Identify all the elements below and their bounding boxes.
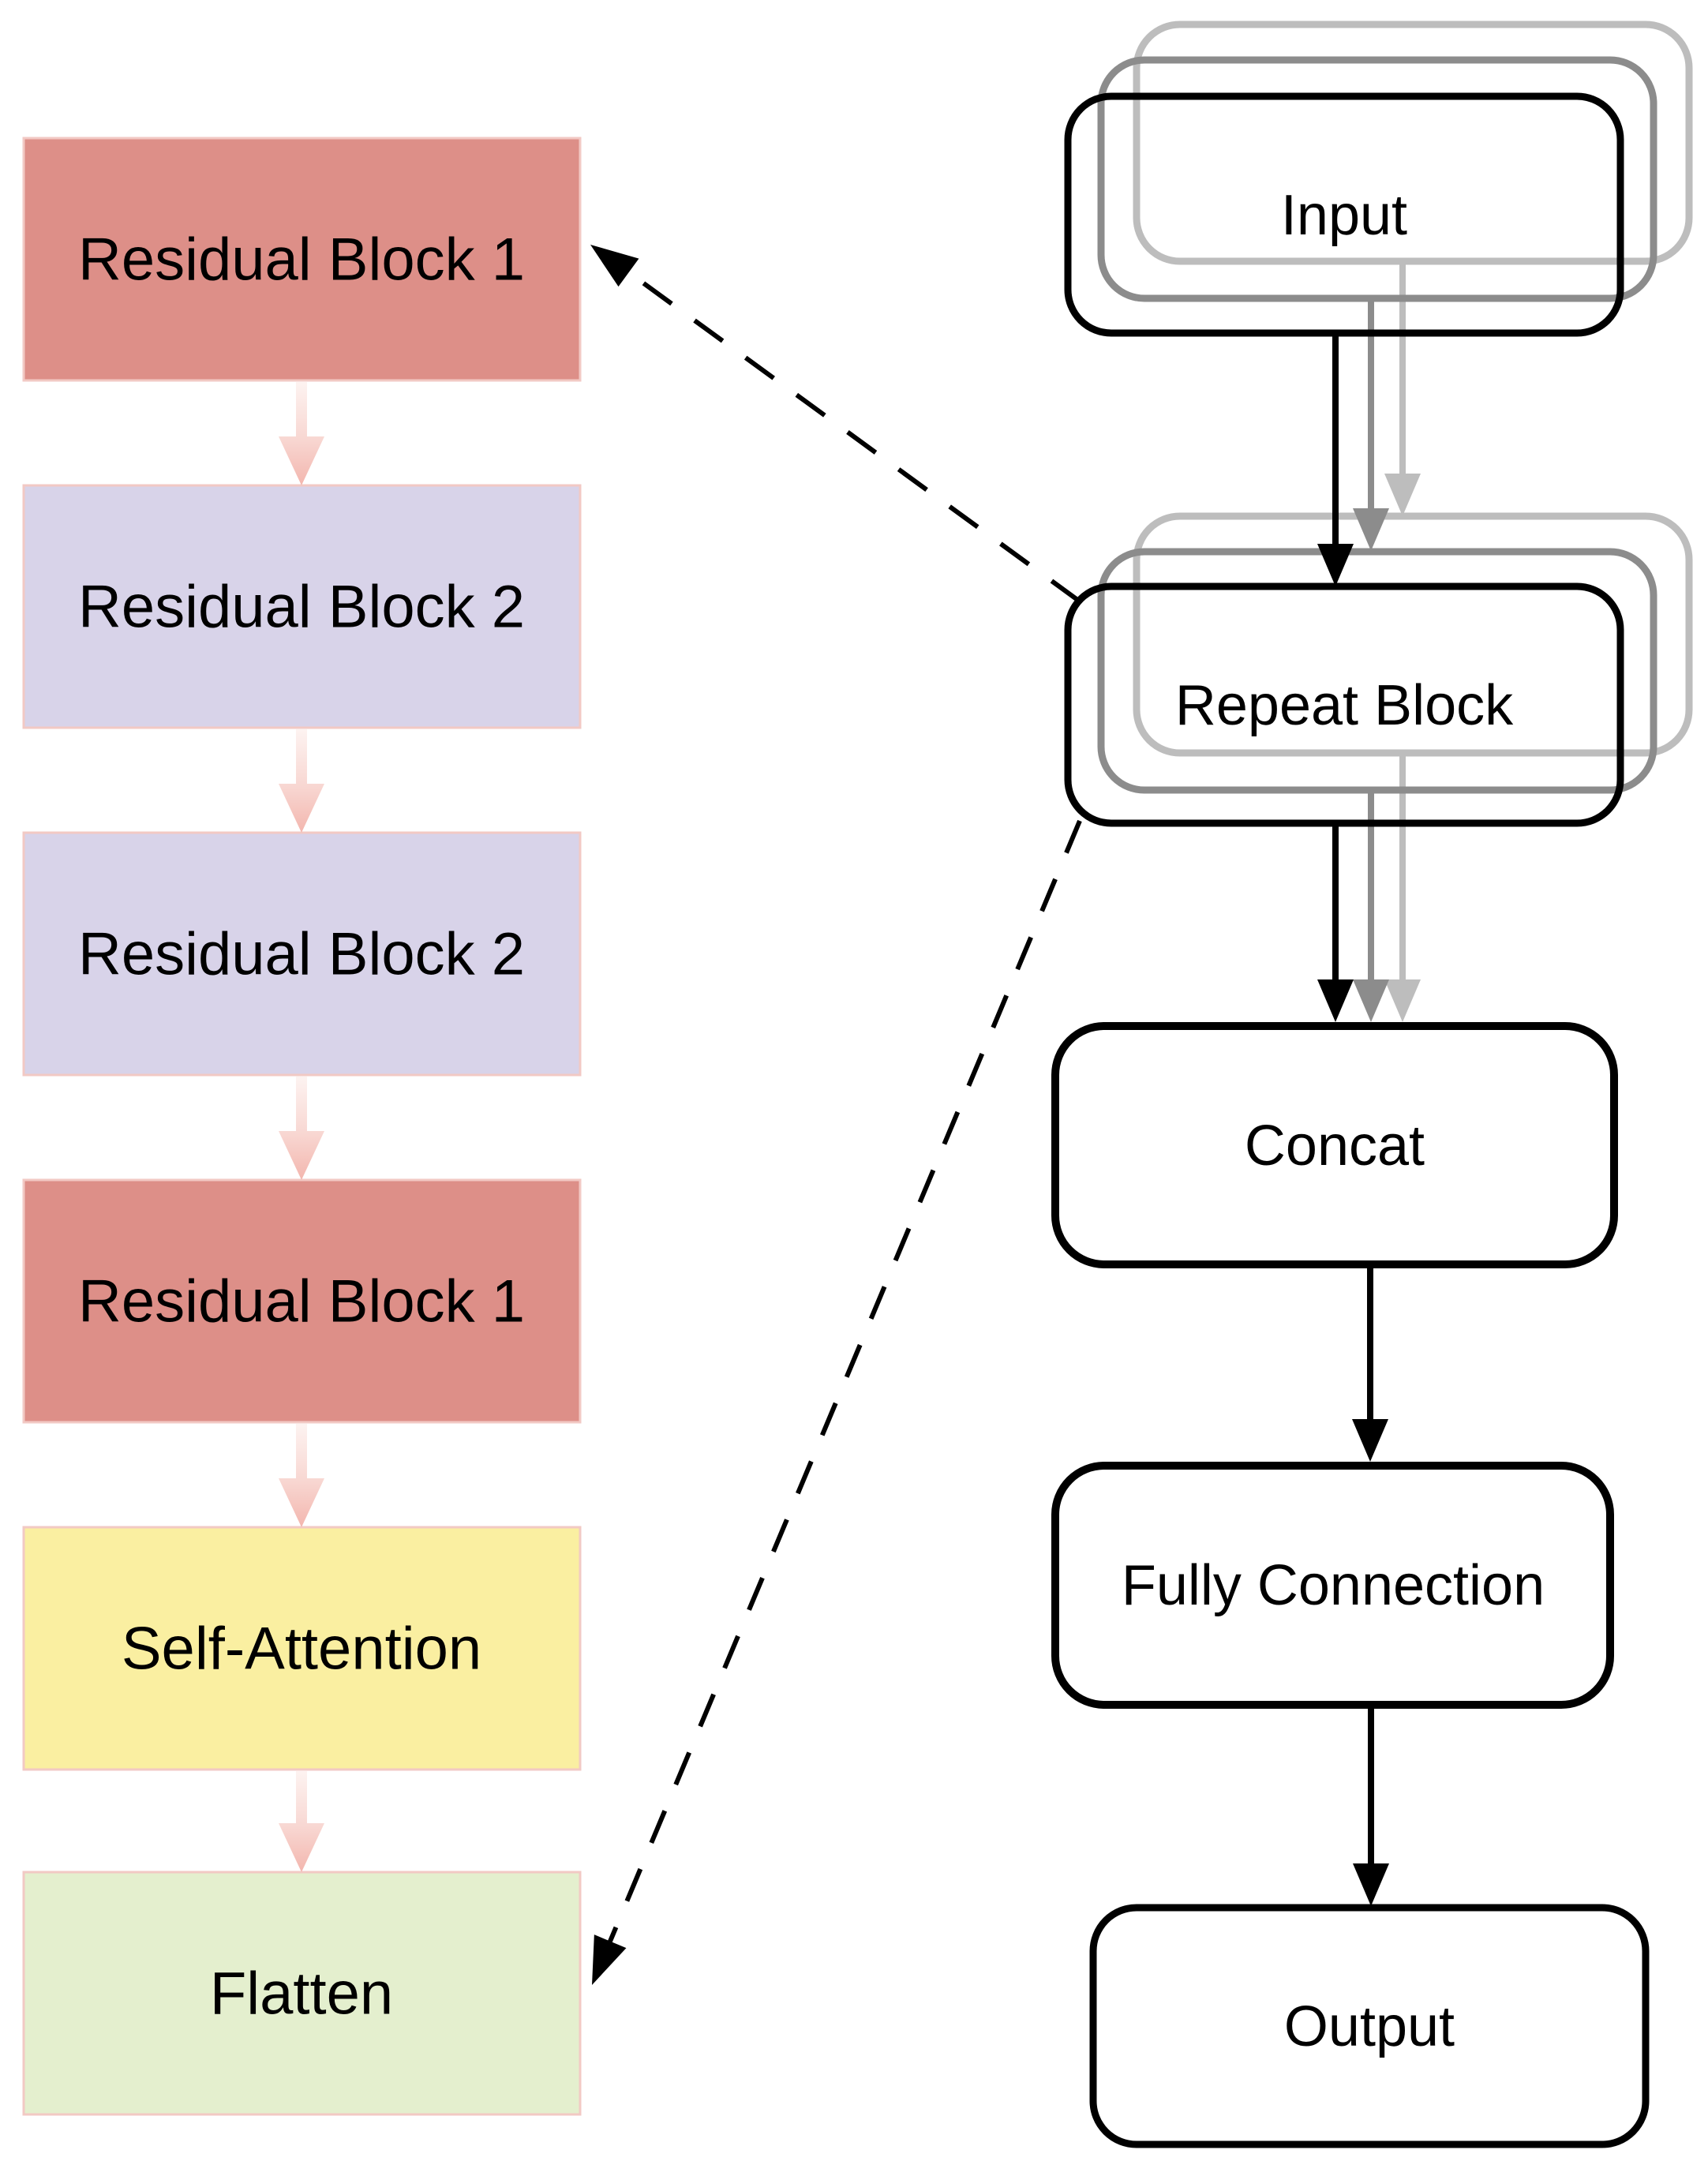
label-concat: Concat <box>1245 1114 1425 1178</box>
arrow-input-repeat-light <box>1384 474 1421 516</box>
label-residual-2-lower: Residual Block 2 <box>78 921 525 988</box>
node-input <box>1064 92 1624 337</box>
input-copy-mid <box>1097 56 1657 302</box>
arrow-repeat-concat-light <box>1384 979 1421 1022</box>
dashed-arrow-repeat-to-residual1 <box>590 245 1081 604</box>
label-input: Input <box>1281 184 1407 247</box>
node-concat <box>1051 1022 1618 1268</box>
label-fully-connection: Fully Connection <box>1122 1554 1545 1617</box>
pink-arrow-2 <box>279 729 324 833</box>
node-fully-connection <box>1051 1462 1614 1709</box>
block-flatten <box>22 1871 582 2116</box>
input-copy-light <box>1133 21 1693 265</box>
arrow-concat-to-fc <box>1352 1264 1388 1462</box>
arrow-fc-to-output <box>1353 1705 1389 1906</box>
node-output <box>1089 1904 1650 2148</box>
block-residual-2-lower <box>22 831 582 1077</box>
block-residual-1-bottom <box>22 1178 582 1424</box>
node-repeat-block <box>1064 582 1624 827</box>
label-residual-1-bottom: Residual Block 1 <box>78 1268 525 1335</box>
pink-arrow-1 <box>279 382 324 485</box>
block-residual-1-top <box>22 137 582 382</box>
arrow-input-repeat-mid <box>1353 508 1389 551</box>
pink-arrow-5 <box>279 1771 324 1872</box>
arrow-input-repeat-black <box>1317 544 1354 586</box>
label-output: Output <box>1284 1995 1455 2058</box>
arrow-repeat-concat-black <box>1317 979 1354 1022</box>
stacked-copy-light-layer <box>1133 21 1693 1022</box>
pink-arrow-3 <box>279 1077 324 1180</box>
repeat-copy-light <box>1133 512 1693 757</box>
stacked-copy-front-layer <box>1064 92 1624 1022</box>
label-residual-1-top: Residual Block 1 <box>78 227 525 294</box>
block-residual-2-upper <box>22 484 582 729</box>
label-residual-2-upper: Residual Block 2 <box>78 574 525 641</box>
pink-arrow-4 <box>279 1424 324 1527</box>
arrow-repeat-concat-mid <box>1353 979 1389 1022</box>
block-self-attention <box>22 1526 582 1771</box>
label-self-attention: Self-Attention <box>122 1616 481 1683</box>
label-flatten: Flatten <box>210 1961 393 2028</box>
label-repeat-block: Repeat Block <box>1175 674 1514 737</box>
dashed-arrow-repeat-to-flatten <box>592 819 1082 1985</box>
repeat-copy-mid <box>1097 548 1657 794</box>
